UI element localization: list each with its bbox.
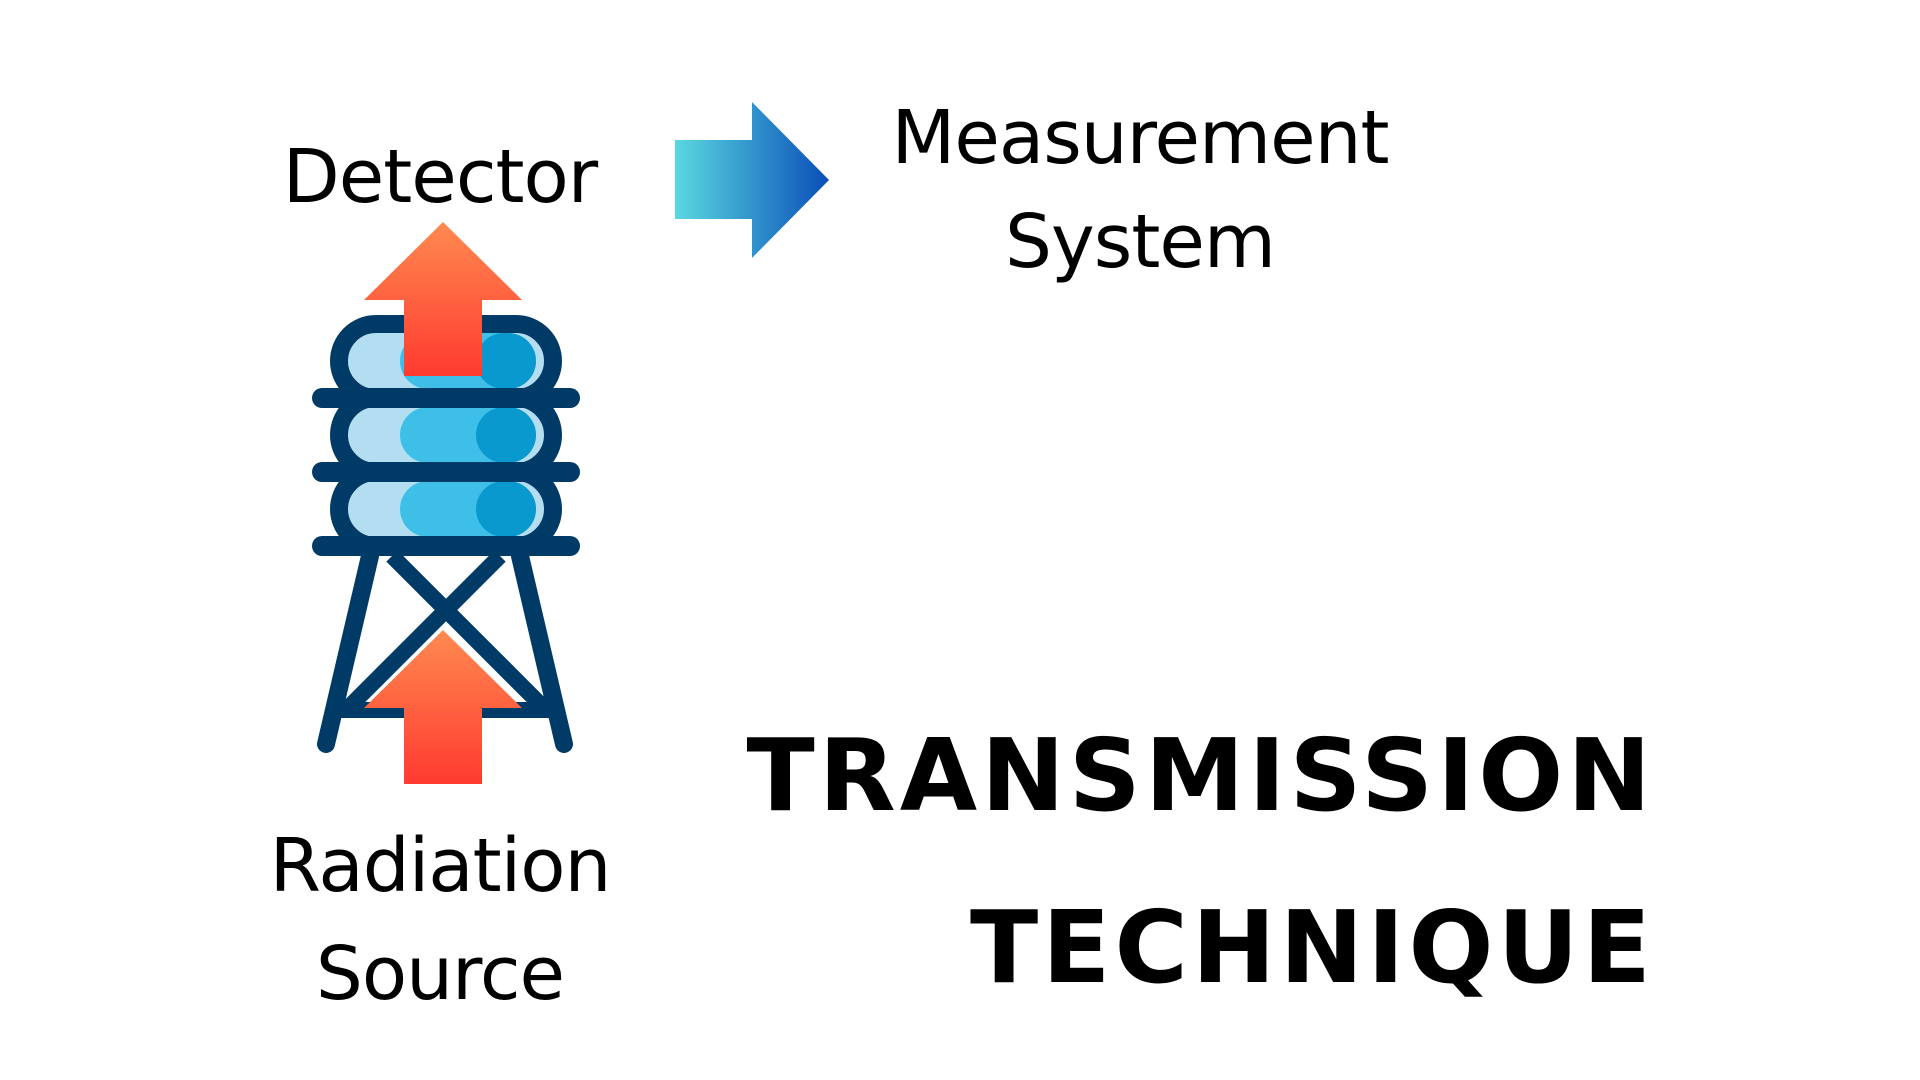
measurement-system-label: Measurement System [860, 86, 1420, 294]
radiation-source-label: Radiation Source [240, 812, 640, 1028]
radiation-source-line-2: Source [315, 931, 565, 1017]
up-arrow-icon-detector [364, 222, 522, 376]
up-arrow-icon-source [364, 630, 522, 784]
radiation-source-line-1: Radiation [269, 823, 612, 909]
technique-title-line-1: TRANSMISSION [746, 717, 1655, 834]
water-tower-vessel-icon [312, 315, 580, 753]
measurement-system-line-1: Measurement [891, 95, 1389, 181]
measurement-system-line-2: System [1005, 199, 1276, 285]
right-arrow-icon [675, 102, 829, 258]
technique-title: TRANSMISSION TECHNIQUE [747, 690, 1656, 1034]
detector-label: Detector [282, 134, 598, 220]
technique-title-line-2: TECHNIQUE [969, 889, 1655, 1006]
